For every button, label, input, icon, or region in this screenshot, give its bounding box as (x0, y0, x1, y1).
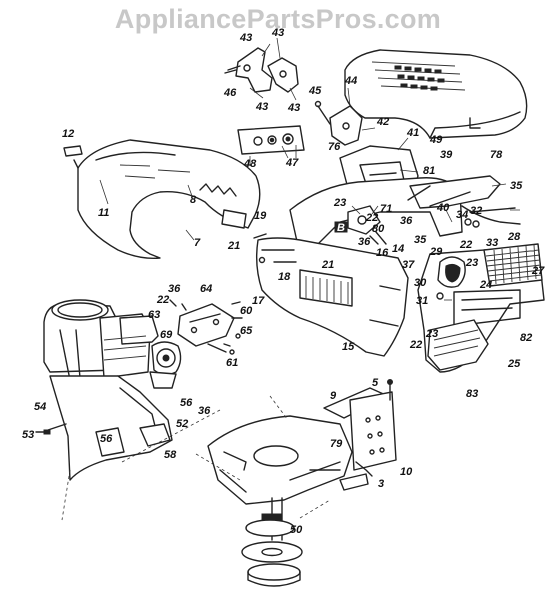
callout-44: 44 (344, 75, 357, 87)
callout-37: 37 (402, 259, 415, 271)
callout-65: 65 (240, 325, 253, 337)
callout-40: 40 (436, 202, 450, 214)
callout-80: 80 (372, 223, 385, 235)
callout-56: 56 (180, 397, 193, 409)
callout-49: 49 (429, 134, 443, 146)
grille-nose-part (417, 243, 545, 373)
dash-bracket-part (314, 87, 376, 146)
callout-22: 22 (156, 294, 169, 306)
callout-76: 76 (328, 141, 341, 153)
callout-12: 12 (62, 128, 74, 140)
callout-36: 36 (168, 283, 181, 295)
callout-34: 34 (456, 209, 468, 221)
callout-23: 23 (425, 328, 438, 340)
hinge-bracket-part (224, 37, 299, 101)
steering-bracket-part (334, 205, 387, 245)
callout-54: 54 (34, 401, 46, 413)
pulley-part (241, 497, 303, 587)
callout-5: 5 (372, 377, 379, 389)
callout-28: 28 (507, 231, 521, 243)
callout-71: 71 (380, 203, 392, 215)
callout-50: 50 (290, 524, 303, 536)
engine-part (43, 299, 182, 389)
callout-30: 30 (414, 277, 427, 289)
callout-61: 61 (226, 357, 238, 369)
hood-part (344, 49, 528, 139)
callout-58: 58 (164, 449, 177, 461)
callout-39: 39 (440, 149, 453, 161)
callout-22: 22 (409, 339, 422, 351)
heat-shield-part (35, 375, 173, 481)
callout-10: 10 (400, 466, 413, 478)
callout-27: 27 (531, 265, 545, 277)
callout-23: 23 (333, 197, 346, 209)
reference-lines (61, 395, 331, 521)
callout-22: 22 (365, 212, 378, 224)
callout-42: 42 (376, 116, 389, 128)
callout-43: 43 (287, 102, 300, 114)
callout-81: 81 (423, 165, 435, 177)
callout-17: 17 (252, 295, 265, 307)
callout-64: 64 (200, 283, 212, 295)
lower-dash-panel-part (253, 233, 409, 357)
callout-82: 82 (520, 332, 532, 344)
callout-43: 43 (255, 101, 268, 113)
callout-48: 48 (243, 158, 257, 170)
callout-11: 11 (98, 207, 109, 219)
callout-19: 19 (254, 210, 267, 222)
callout-23: 23 (465, 257, 478, 269)
callout-3: 3 (378, 478, 384, 490)
callout-63: 63 (148, 309, 160, 321)
frame-base-part (207, 379, 397, 505)
callout-36: 36 (358, 236, 371, 248)
callout-60: 60 (240, 305, 253, 317)
callout-47: 47 (285, 157, 299, 169)
callout-9: 9 (330, 390, 337, 402)
callout-7: 7 (194, 237, 201, 249)
callout-46: 46 (223, 87, 237, 99)
callout-32: 32 (470, 205, 482, 217)
callout-43: 43 (239, 32, 252, 44)
callout-15: 15 (342, 341, 355, 353)
callout-56: 56 (100, 433, 113, 445)
callout-8: 8 (190, 194, 197, 206)
callout-35: 35 (414, 234, 427, 246)
callout-69: 69 (160, 329, 173, 341)
front-support-part (289, 175, 521, 247)
callout-29: 29 (429, 246, 443, 258)
callout-43: 43 (271, 27, 284, 39)
callout-21: 21 (321, 259, 334, 271)
callout-52: 52 (176, 418, 188, 430)
callout-35: 35 (510, 180, 523, 192)
callout-31: 31 (416, 295, 428, 307)
callout-14: 14 (392, 243, 404, 255)
callout-36: 36 (198, 405, 211, 417)
callout-22: 22 (459, 239, 472, 251)
callout-41: 41 (406, 127, 419, 139)
dash-panel-part (237, 125, 305, 166)
callout-53: 53 (22, 429, 34, 441)
callout-labels: 43 43 43 43 46 44 45 42 76 49 12 48 47 4… (22, 27, 545, 536)
callout-25: 25 (507, 358, 521, 370)
callout-36: 36 (400, 215, 413, 227)
callout-83: 83 (466, 388, 478, 400)
callout-16: 16 (376, 247, 389, 259)
fender-part (63, 139, 261, 260)
callout-78: 78 (490, 149, 503, 161)
callout-24: 24 (479, 279, 492, 291)
callout-18: 18 (278, 271, 291, 283)
callout-79: 79 (330, 438, 343, 450)
callout-45: 45 (308, 85, 322, 97)
callout-21: 21 (227, 240, 240, 252)
engine-bracket-part (169, 299, 243, 355)
watermark: AppliancePartsPros.com (114, 4, 442, 34)
callout-33: 33 (486, 237, 498, 249)
callout-B: B (337, 222, 345, 234)
